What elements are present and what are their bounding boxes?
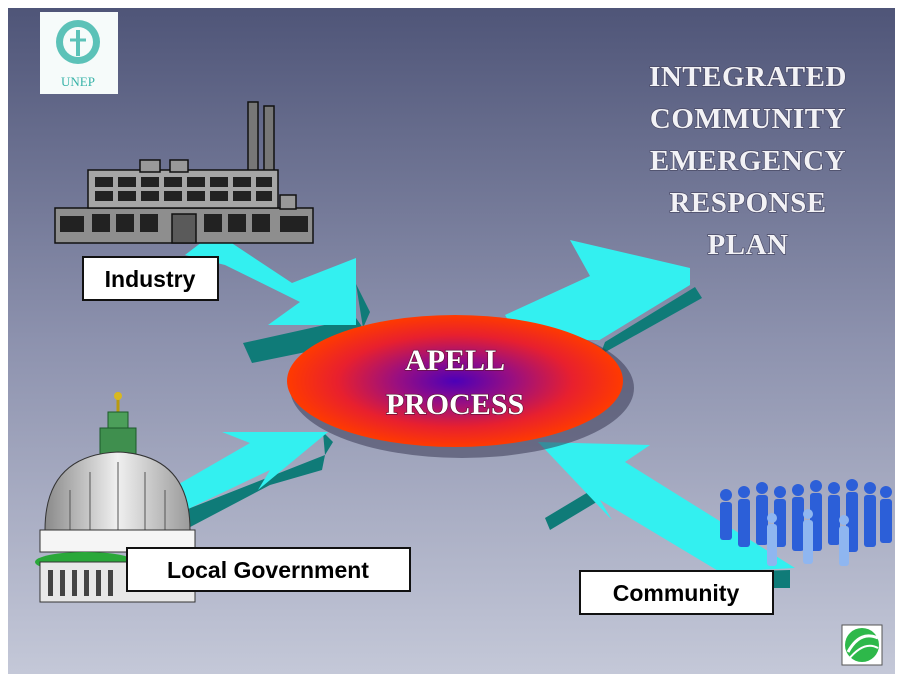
title-line-3: EMERGENCY — [650, 145, 846, 177]
corner-logo-icon — [841, 624, 883, 666]
center-line-2: PROCESS — [386, 388, 524, 421]
factory-icon — [54, 101, 314, 244]
arrow-industry — [185, 232, 356, 325]
local-government-label: Local Government — [126, 547, 411, 592]
community-label: Community — [579, 570, 774, 615]
title-line-1: INTEGRATED — [649, 61, 847, 93]
center-line-1: APELL — [405, 344, 505, 377]
arrow-output — [505, 240, 690, 355]
industry-label-text: Industry — [105, 266, 196, 292]
crowd-icon — [720, 479, 892, 566]
unep-logo-icon: UNEP — [40, 12, 118, 94]
title-line-2: COMMUNITY — [650, 103, 846, 135]
arrow-community — [538, 442, 795, 572]
local-government-label-text: Local Government — [167, 557, 369, 583]
arrow-local-government — [165, 432, 328, 520]
title-line-4: RESPONSE — [669, 187, 826, 219]
community-label-text: Community — [613, 580, 740, 606]
output-title: INTEGRATED COMMUNITY EMERGENCY RESPONSE … — [648, 60, 847, 261]
apell-ellipse — [287, 315, 623, 447]
title-line-5: PLAN — [708, 229, 789, 261]
unep-logo-text: UNEP — [61, 74, 95, 89]
industry-label: Industry — [82, 256, 219, 301]
